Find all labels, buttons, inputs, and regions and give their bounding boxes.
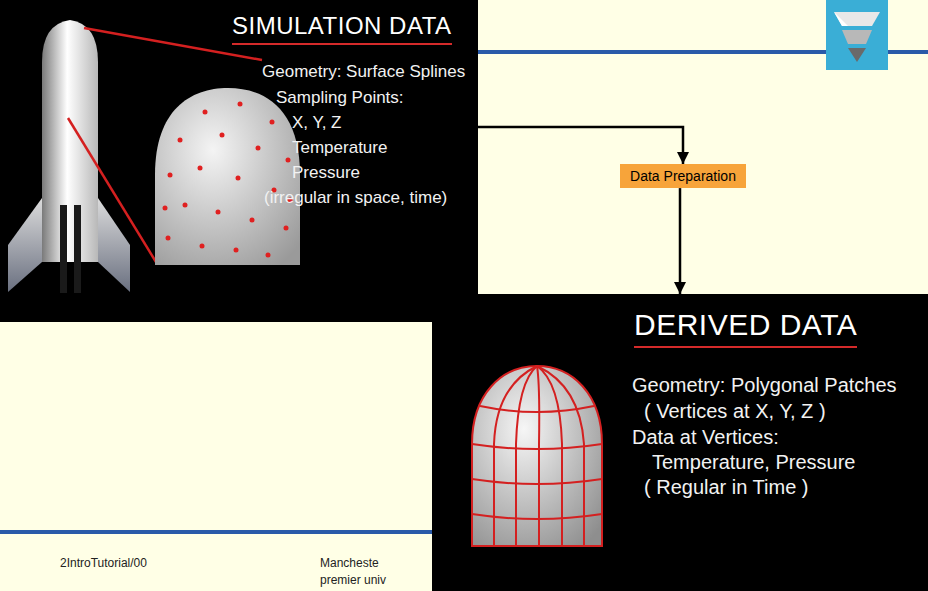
footer-text: Mancheste — [320, 556, 379, 570]
panel-text: Data Preparation — [630, 168, 736, 184]
panel-text: Temperature — [292, 138, 387, 158]
panel-text: Geometry: Polygonal Patches — [632, 374, 897, 397]
panel-title: DERIVED DATA — [634, 308, 857, 348]
data-panel: SIMULATION DATA Geometry: Surface Splines… — [0, 0, 478, 322]
panel-text: Sampling Points: — [276, 88, 404, 108]
logo — [826, 0, 888, 70]
panel-text: Temperature, Pressure — [652, 451, 855, 474]
footer-text: 2IntroTutorial/00 — [60, 556, 147, 570]
rule-line — [0, 530, 432, 534]
process-box: Data Preparation — [620, 164, 746, 188]
panel-title: SIMULATION DATA — [232, 12, 452, 45]
flow-arrow — [679, 188, 682, 294]
panel-text: Data at Vertices: — [632, 426, 779, 449]
data-panel: DERIVED DATA Geometry: Polygonal Patches (… — [432, 294, 928, 591]
panel-text: ( Vertices at X, Y, Z ) — [644, 400, 826, 423]
panel-text: Pressure — [292, 163, 360, 183]
panel-text: (irregular in space, time) — [264, 188, 447, 208]
panel-text: Geometry: Surface Splines — [262, 62, 465, 82]
panel-text: ( Regular in Time ) — [644, 476, 809, 499]
flow-arrow — [478, 127, 683, 164]
footer-text: premier univ — [320, 573, 386, 587]
panel-text: X, Y, Z — [292, 113, 341, 133]
rocket-illustration — [0, 0, 478, 322]
